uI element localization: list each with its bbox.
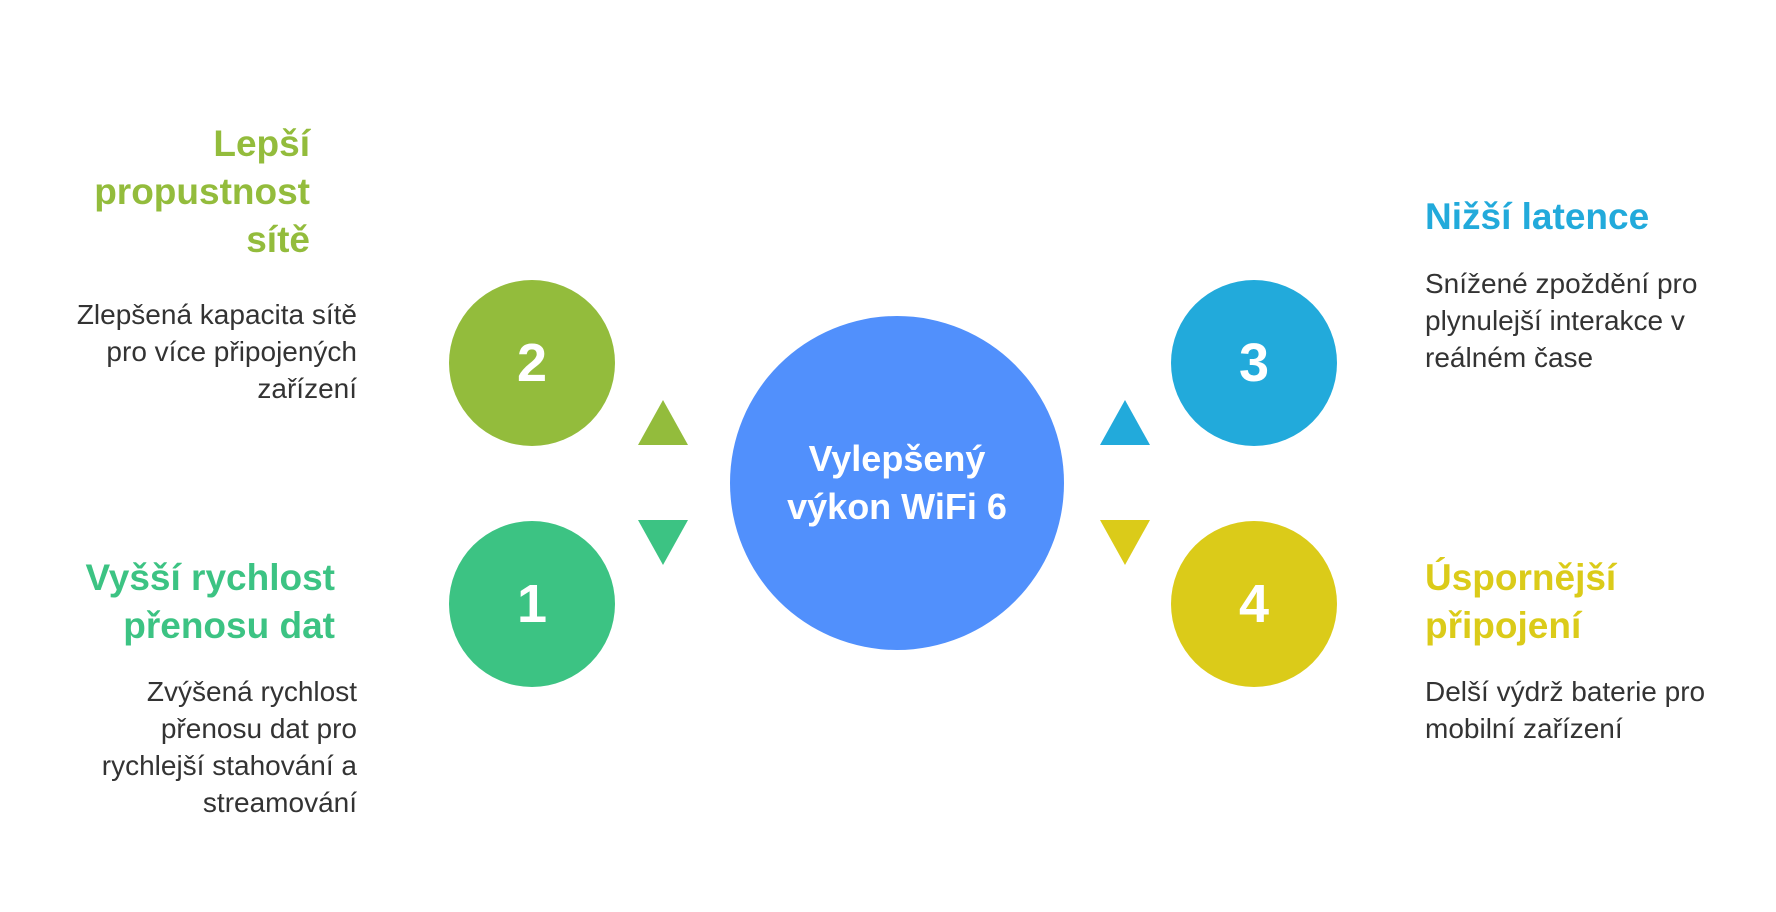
step-circle-3: 3: [1171, 280, 1337, 446]
item-3-title: Nižší latence: [1425, 196, 1650, 237]
step-number-3: 3: [1238, 333, 1270, 393]
step-circle-1: 1: [449, 521, 615, 687]
item-4-title: Úspornější připojení: [1425, 557, 1617, 646]
item-2-title: Lepší propustnost sítě: [94, 123, 310, 260]
center-circle: Vylepšený výkon WiFi 6: [730, 316, 1064, 650]
item-4-description: Delší výdrž baterie pro mobilní zařízení: [1425, 676, 1706, 744]
item-2-description: Zlepšená kapacita sítě pro více připojen…: [76, 299, 357, 404]
arrow-down-icon-yellow: [1100, 520, 1150, 565]
step-circle-4: 4: [1171, 521, 1337, 687]
arrow-up-icon-blue: [1100, 400, 1150, 445]
step-number-4: 4: [1238, 574, 1270, 634]
arrow-up-icon-green: [638, 400, 688, 445]
item-3-description: Snížené zpoždění pro plynulejší interakc…: [1425, 268, 1698, 373]
item-1-description: Zvýšená rychlost přenosu dat pro rychlej…: [101, 676, 357, 818]
arrow-down-icon-teal: [638, 520, 688, 565]
center-label: Vylepšený výkon WiFi 6: [787, 438, 1007, 527]
step-number-1: 1: [516, 574, 548, 634]
step-number-2: 2: [516, 333, 548, 393]
item-1-title: Vyšší rychlost přenosu dat: [85, 557, 335, 646]
step-circle-2: 2: [449, 280, 615, 446]
